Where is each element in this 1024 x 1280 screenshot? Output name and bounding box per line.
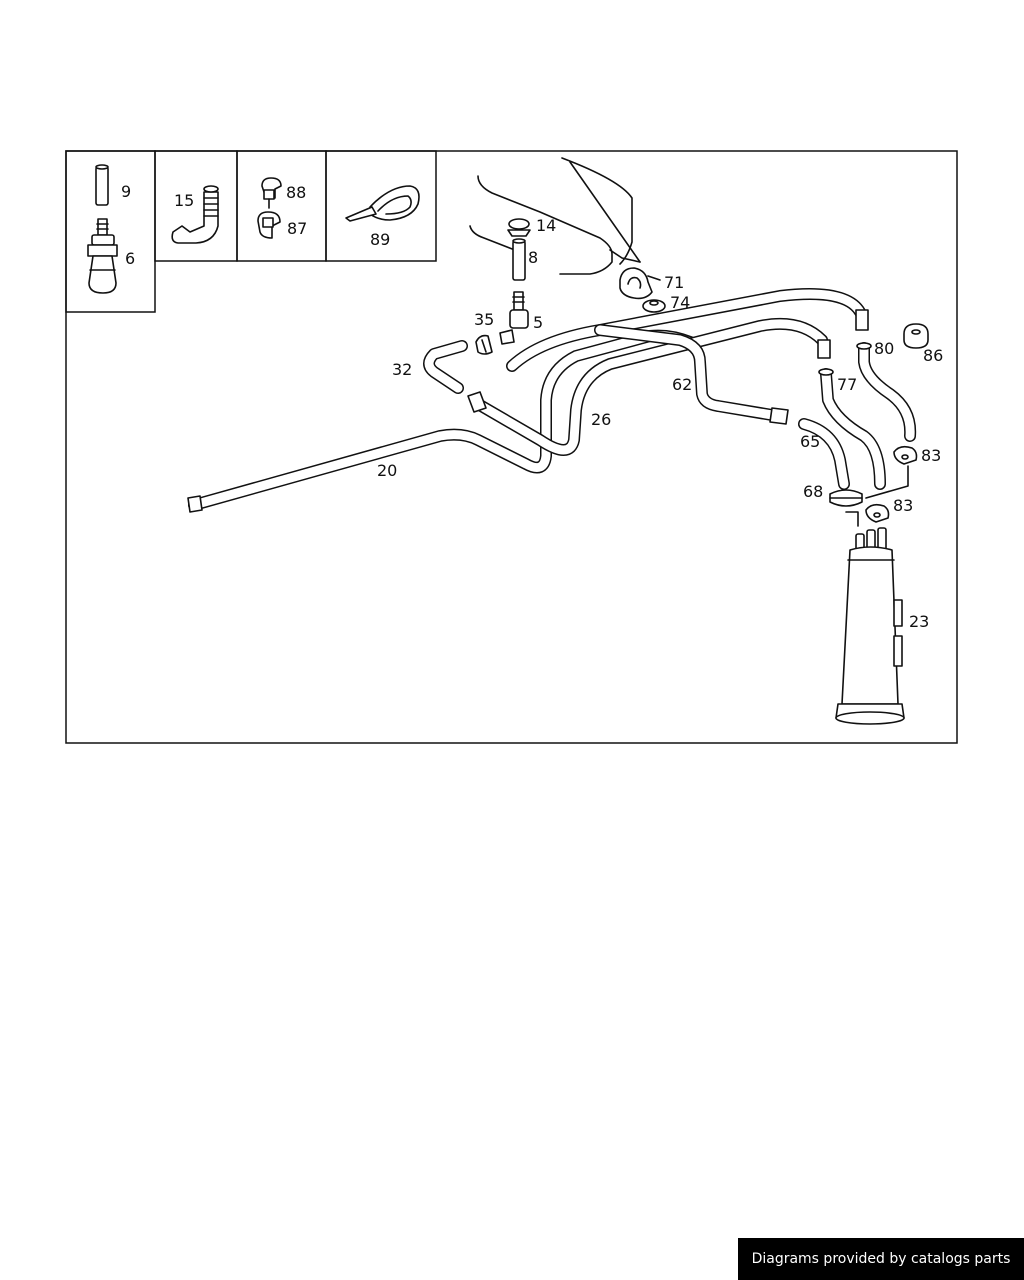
label-83-upper: 83 [921,446,941,465]
bracket-lines [845,465,909,527]
part-35-clamp [475,334,493,355]
label-26: 26 [591,410,611,429]
diagram-frame [65,150,958,744]
label-15: 15 [174,191,194,210]
label-32: 32 [392,360,412,379]
label-14: 14 [536,216,556,235]
label-89: 89 [370,230,390,249]
hose-end-fittings [187,309,872,513]
part-8-pipe [512,238,526,281]
label-23: 23 [909,612,929,631]
label-87: 87 [287,219,307,238]
label-80: 80 [874,339,894,358]
part-15-hose [171,185,219,244]
label-35: 35 [474,310,494,329]
label-68: 68 [803,482,823,501]
label-77: 77 [837,375,857,394]
label-62: 62 [672,375,692,394]
label-83-lower: 83 [893,496,913,515]
part-88-87-clips [257,177,282,239]
label-6: 6 [125,249,135,268]
part-68-clamp [829,489,863,507]
part-5-fitting [499,291,529,345]
part-71-holder [619,267,661,300]
label-8: 8 [528,248,538,267]
credit-banner: Diagrams provided by catalogs parts [738,1238,1024,1280]
part-6-valve [87,218,118,294]
hose-lines [188,288,917,511]
part-83-clamps [865,445,918,523]
label-5: 5 [533,313,543,332]
label-88: 88 [286,183,306,202]
part-14-clamp [507,218,531,237]
part-86-grommet [903,323,929,349]
part-labels: 9 6 15 88 87 89 14 8 71 74 35 5 32 80 86… [121,182,943,631]
label-86: 86 [923,346,943,365]
label-71: 71 [664,273,684,292]
label-20: 20 [377,461,397,480]
part-89-cable-tie [345,185,420,222]
part-74-grommet [642,299,666,313]
label-65: 65 [800,432,820,451]
part-9-pipe [95,164,109,206]
label-74: 74 [670,293,690,312]
part-23-canister [835,527,905,725]
inset-boxes [65,150,437,313]
tank-outline [469,157,641,275]
label-9: 9 [121,182,131,201]
